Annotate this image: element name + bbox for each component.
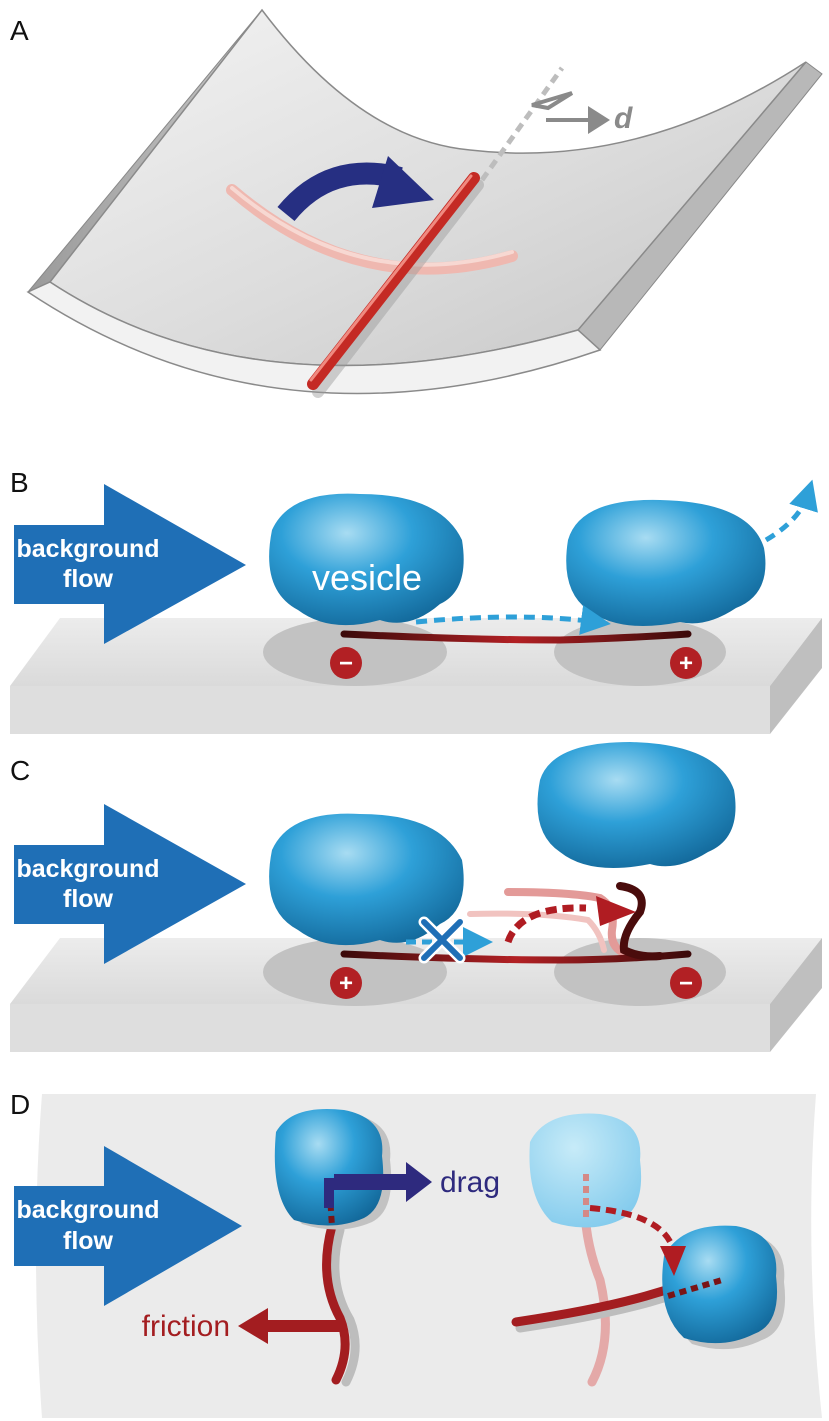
microtubule-under-vesicle-right bbox=[667, 1277, 723, 1299]
substrate-front-c bbox=[10, 1004, 770, 1052]
microtubule-lift-arrow-head bbox=[596, 896, 636, 926]
plus-end-badge-c bbox=[330, 967, 362, 999]
friction-arrow bbox=[238, 1308, 344, 1344]
vesicle-d-right bbox=[662, 1225, 778, 1344]
vesicle-ghost-d bbox=[529, 1113, 642, 1228]
panel-a-letter: A bbox=[10, 15, 29, 46]
background-flow-arrow-c bbox=[14, 804, 246, 964]
microtubule-lift-arrow bbox=[504, 904, 587, 944]
substrate-end bbox=[770, 618, 822, 734]
sheet-front-edge bbox=[26, 281, 602, 395]
vesicle-motion-arrow bbox=[415, 605, 611, 635]
background-flow-arrow-d bbox=[14, 1146, 242, 1306]
panel-b-letter: B bbox=[10, 467, 29, 498]
flow-label-line1: background bbox=[16, 535, 159, 563]
flow-label-c-line1: background bbox=[16, 855, 159, 883]
microtubule-shadow-d bbox=[330, 1225, 360, 1387]
panel-b: B background flow vesicle − + bbox=[10, 467, 822, 734]
flow-label-line2: flow bbox=[63, 565, 114, 593]
displacement-dashed-line bbox=[479, 66, 565, 182]
vesicle-left-c bbox=[269, 813, 464, 946]
curved-sheet bbox=[48, 8, 807, 367]
displacement-arrow bbox=[546, 106, 610, 134]
rod-aligned bbox=[307, 172, 480, 390]
minus-end-badge bbox=[330, 647, 362, 679]
displacement-marker bbox=[531, 91, 574, 111]
microtubule-ghost-2 bbox=[467, 910, 607, 953]
reorientation-arrow-head bbox=[660, 1246, 686, 1276]
vesicle-shadow-right-c bbox=[554, 938, 726, 1006]
minus-end-label-c: − bbox=[679, 970, 693, 997]
microtubule bbox=[340, 630, 692, 644]
minus-end-label: − bbox=[339, 650, 353, 677]
vesicle-lifted-c bbox=[537, 742, 736, 868]
flow-label-c-line2: flow bbox=[63, 885, 114, 913]
plus-end-badge bbox=[670, 647, 702, 679]
rotation-arrow-head bbox=[372, 156, 434, 208]
reorientation-arrow bbox=[589, 1205, 675, 1248]
vesicle-shadow-right bbox=[554, 618, 726, 686]
panel-c: C background flow + − bbox=[10, 742, 822, 1052]
rod-initial-highlight bbox=[230, 186, 514, 267]
flow-label-d-line2: flow bbox=[63, 1227, 114, 1255]
drag-label: drag bbox=[440, 1166, 500, 1199]
panel-d-letter: D bbox=[10, 1089, 30, 1120]
substrate-end-c bbox=[770, 938, 822, 1052]
microtubule-lifted-end bbox=[616, 882, 664, 961]
vesicle-left bbox=[269, 493, 464, 626]
panel-c-letter: C bbox=[10, 755, 30, 786]
friction-label: friction bbox=[142, 1310, 230, 1343]
vesicle-label: vesicle bbox=[312, 557, 422, 598]
blocked-x-icon-inner bbox=[421, 919, 463, 961]
vesicle-departure-arrow bbox=[764, 479, 818, 543]
substrate-front bbox=[10, 686, 770, 734]
plus-end-label-c: + bbox=[339, 970, 353, 997]
drag-arrow bbox=[324, 1162, 432, 1208]
plus-end-label: + bbox=[679, 650, 693, 677]
background-flow-arrow bbox=[14, 484, 246, 644]
panel-a: A d bbox=[10, 8, 823, 398]
rod-aligned-highlight bbox=[309, 174, 473, 382]
vesicle-right bbox=[566, 499, 766, 626]
vesicle-d-left bbox=[274, 1108, 384, 1226]
flow-label-d-line1: background bbox=[16, 1196, 159, 1224]
panel-d: D background flow drag friction bbox=[10, 1089, 822, 1418]
minus-end-badge-c bbox=[670, 967, 702, 999]
microtubule-d-left bbox=[322, 1221, 350, 1385]
rod-shadow bbox=[312, 179, 484, 398]
displacement-label: d bbox=[614, 102, 633, 135]
